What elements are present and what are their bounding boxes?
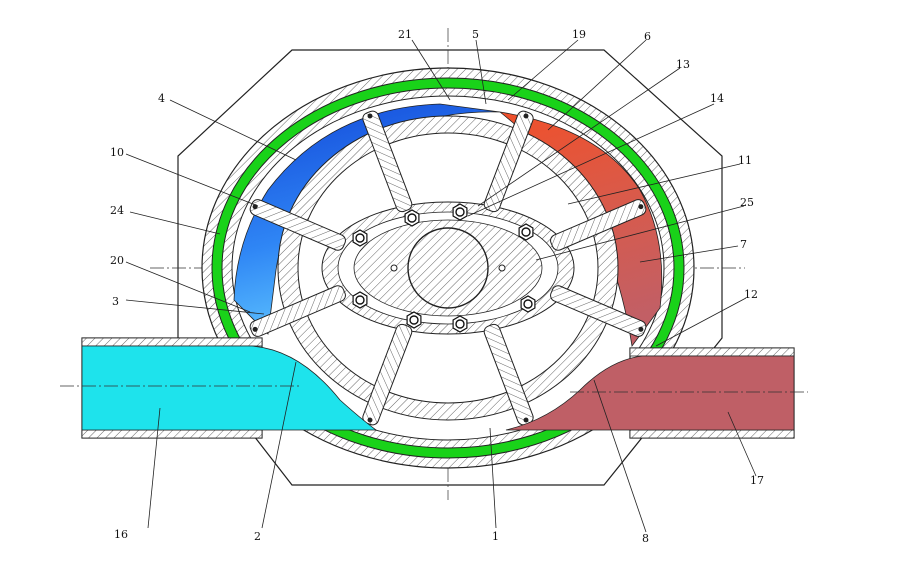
vane-tip bbox=[367, 113, 373, 119]
bolt bbox=[452, 315, 468, 333]
vane-blade bbox=[550, 285, 647, 337]
vanes-group bbox=[249, 110, 647, 426]
label-12: 12 bbox=[744, 288, 758, 301]
label-24: 24 bbox=[110, 204, 124, 217]
housing-body bbox=[177, 49, 723, 486]
bolt bbox=[452, 203, 468, 221]
bolt bbox=[406, 311, 422, 329]
label-17: 17 bbox=[750, 474, 764, 487]
label-20: 20 bbox=[110, 254, 124, 267]
outlet-pipe bbox=[505, 347, 795, 439]
vane-blade bbox=[249, 285, 346, 337]
vane-tip bbox=[252, 326, 258, 332]
bolt bbox=[352, 291, 368, 309]
bolt bbox=[404, 209, 420, 227]
label-3: 3 bbox=[112, 295, 119, 308]
vane-blade bbox=[483, 110, 534, 213]
inlet-pipe bbox=[81, 337, 378, 439]
pin-hole bbox=[498, 264, 506, 272]
vane bbox=[483, 110, 534, 213]
outlet-flow-region bbox=[505, 355, 795, 431]
label-7: 7 bbox=[740, 238, 747, 251]
vane-blade bbox=[550, 199, 647, 251]
leader-lines bbox=[125, 39, 757, 533]
vane bbox=[362, 110, 413, 213]
pin-hole bbox=[390, 264, 398, 272]
vane-tip bbox=[638, 204, 644, 210]
vane-tip bbox=[367, 417, 373, 423]
label-6: 6 bbox=[644, 30, 651, 43]
label-1: 1 bbox=[492, 530, 499, 543]
label-4: 4 bbox=[158, 92, 165, 105]
label-19: 19 bbox=[572, 28, 586, 41]
label-16: 16 bbox=[114, 528, 128, 541]
vane-tip bbox=[523, 113, 529, 119]
vane bbox=[550, 285, 647, 337]
vane bbox=[249, 285, 346, 337]
bolt bbox=[520, 295, 536, 313]
label-11: 11 bbox=[738, 154, 752, 167]
vane-blade bbox=[362, 110, 413, 213]
vane-blade bbox=[249, 199, 346, 251]
bolts-group bbox=[352, 203, 536, 333]
vane-blade bbox=[362, 323, 413, 426]
inlet-flow-region bbox=[81, 345, 378, 431]
part-labels: 1 2 3 4 5 6 7 8 10 11 12 13 14 16 17 19 … bbox=[110, 28, 764, 545]
vane-tip bbox=[638, 326, 644, 332]
label-10: 10 bbox=[110, 146, 124, 159]
label-5: 5 bbox=[472, 28, 479, 41]
vane bbox=[249, 199, 346, 251]
shaft bbox=[407, 227, 489, 309]
label-2: 2 bbox=[254, 530, 261, 543]
label-13: 13 bbox=[676, 58, 690, 71]
vane bbox=[550, 199, 647, 251]
vane bbox=[362, 323, 413, 426]
label-21: 21 bbox=[398, 28, 412, 41]
bolt bbox=[352, 229, 368, 247]
vane-tip bbox=[523, 417, 529, 423]
bolt bbox=[518, 223, 534, 241]
label-25: 25 bbox=[740, 196, 754, 209]
label-14: 14 bbox=[710, 92, 724, 105]
label-8: 8 bbox=[642, 532, 649, 545]
